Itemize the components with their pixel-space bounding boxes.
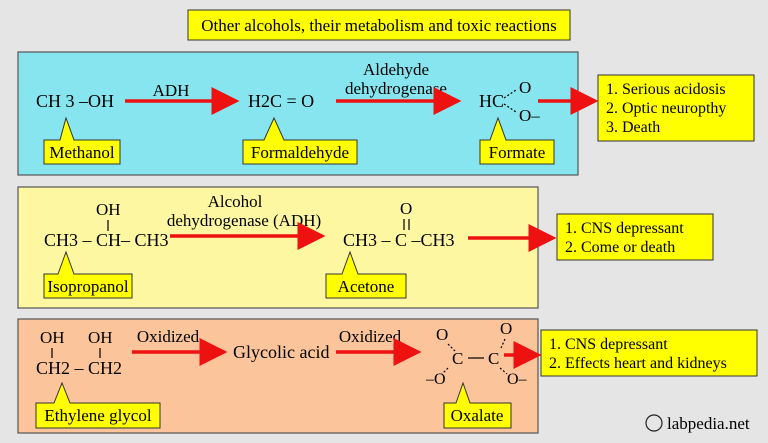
oxalate-o3: –O: [425, 371, 446, 388]
title-text: Other alcohols, their metabolism and tox…: [201, 16, 556, 35]
effects-isopropanol: [556, 213, 714, 261]
formate-o-top: O: [519, 78, 531, 97]
label-isopropanol: Isopropanol: [47, 277, 128, 296]
effect-methanol-2: 2. Optic neuropthy: [606, 100, 726, 117]
effects-methanol: [597, 74, 755, 142]
acetone-formula: CH3 – C –CH3: [343, 230, 455, 250]
callout-ethylene-glycol: [35, 381, 161, 429]
formaldehyde-formula: H2C = O: [248, 91, 314, 111]
effect-isopropanol-2: 2. Come or death: [565, 239, 675, 256]
callout-isopropanol: [43, 250, 133, 299]
label-formaldehyde: Formaldehyde: [251, 143, 349, 162]
callout-acetone: [325, 250, 407, 299]
callout-formate: [479, 116, 555, 165]
label-formate: Formate: [489, 143, 546, 162]
effect-ethylene-2: 2. Effects heart and kidneys: [549, 355, 727, 372]
ethylene-formula: CH2 – CH2: [36, 358, 122, 378]
glycolic-acid: Glycolic acid: [233, 342, 329, 362]
title-box: [187, 9, 571, 41]
oxidized-step2: Oxidized: [339, 327, 402, 346]
oxalate-bond-c1-o3: [441, 367, 449, 375]
effect-methanol-3: 3. Death: [606, 119, 660, 136]
enzyme-alcohol-line1: Alcohol: [208, 192, 263, 211]
watermark-text: labpedia.net: [667, 414, 750, 433]
enzyme-alcohol-line2: dehydrogenase (ADH): [167, 211, 321, 230]
formate-hc: HC: [479, 91, 504, 111]
oxidized-step1: Oxidized: [137, 327, 200, 346]
formate-o-bottom: O–: [519, 106, 540, 125]
effect-methanol-1: 1. Serious acidosis: [606, 81, 726, 98]
isopropanol-formula: CH3 – CH– CH3: [44, 230, 169, 250]
oxalate-c1: C: [452, 349, 463, 368]
effect-ethylene-1: 1. CNS depressant: [549, 336, 668, 353]
effect-isopropanol-1: 1. CNS depressant: [565, 220, 684, 237]
label-acetone: Acetone: [338, 277, 395, 296]
label-ethylene-glycol: Ethylene glycol: [44, 406, 151, 425]
oxalate-bond-c2-o2: [500, 338, 506, 349]
enzyme-aldehyde-line1: Aldehyde: [363, 60, 429, 79]
acetone-o: O: [400, 199, 412, 218]
label-methanol: Methanol: [49, 143, 114, 162]
oxalate-bond-c1-o1: [447, 343, 456, 352]
oxalate-o4: O–: [507, 371, 528, 388]
enzyme-adh: ADH: [153, 81, 190, 100]
callout-oxalate: [443, 381, 512, 429]
ethylene-oh1: OH: [40, 328, 65, 347]
formate-bond-bottom: [503, 103, 517, 113]
oxalate-c2: C: [488, 349, 499, 368]
effects-ethylene: [540, 329, 758, 377]
isopropanol-oh: OH: [96, 200, 121, 219]
oxalate-o1: O: [436, 325, 448, 344]
methanol-formula: CH 3 –OH: [36, 91, 114, 111]
enzyme-aldehyde-line2: dehydrogenase: [345, 79, 447, 98]
callout-methanol: [43, 116, 121, 165]
label-oxalate: Oxalate: [451, 406, 504, 425]
oxalate-bond-c2-o4: [499, 367, 508, 375]
oxalate-o2: O: [500, 319, 512, 338]
ethylene-oh2: OH: [88, 328, 113, 347]
copyright-icon: [645, 414, 663, 432]
callout-formaldehyde: [242, 116, 358, 165]
formate-bond-top: [503, 89, 517, 99]
